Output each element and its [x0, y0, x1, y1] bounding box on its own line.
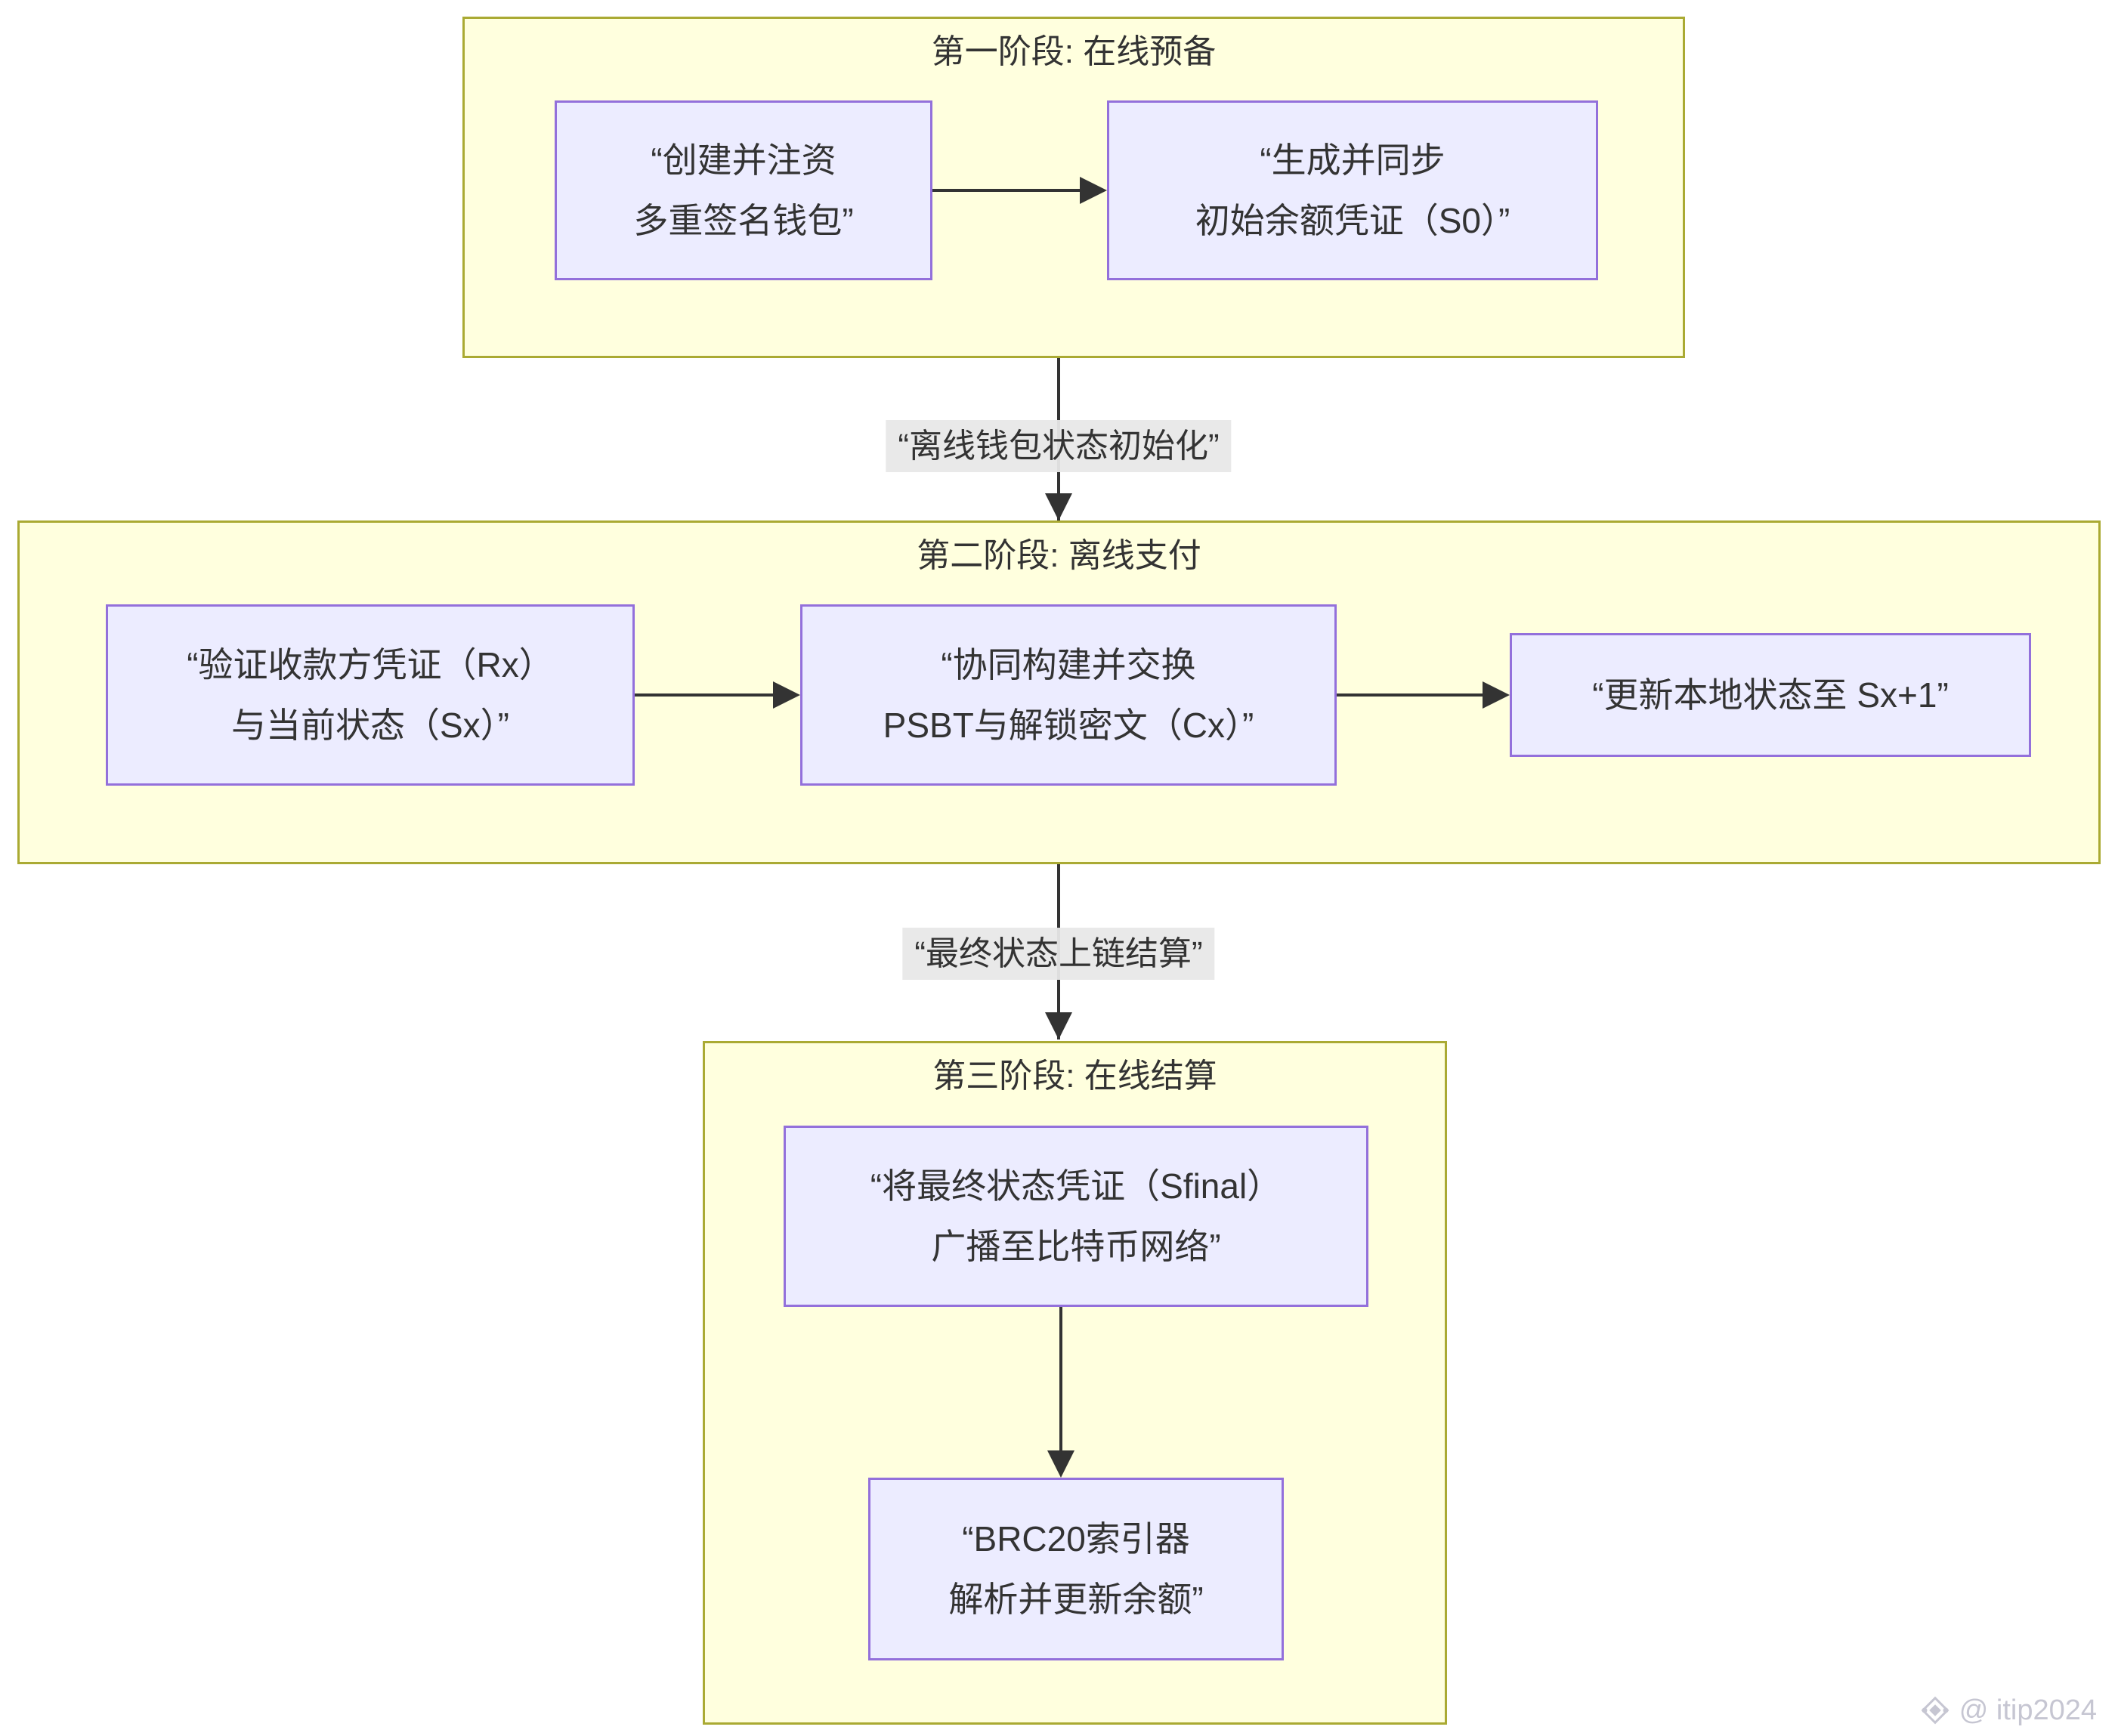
node-verify-rx-line1: “验证收款方凭证（Rx）: [187, 645, 554, 684]
edge-label-offline-init: “离线钱包状态初始化”: [886, 420, 1232, 473]
node-build-psbt: “协同构建并交换 PSBT与解锁密文（Cx）”: [800, 604, 1337, 786]
edge-label-onchain-settle: “最终状态上链结算”: [902, 928, 1215, 981]
node-indexer-line2: 解析并更新余额”: [948, 1580, 1204, 1619]
node-sync-s0: “生成并同步 初始余额凭证（S0）”: [1107, 100, 1598, 280]
node-broadcast-line1: “将最终状态凭证（Sfinal）: [870, 1166, 1282, 1206]
edge-verify-to-psbt-arrowhead-icon: [773, 681, 800, 709]
node-update-state: “更新本地状态至 Sx+1”: [1510, 633, 2031, 757]
node-broadcast-line2: 广播至比特币网络”: [931, 1227, 1221, 1266]
phase1-title: 第一阶段: 在线预备: [931, 33, 1217, 70]
node-create-wallet: “创建并注资 多重签名钱包”: [555, 100, 932, 280]
node-indexer: “BRC20索引器 解析并更新余额”: [868, 1478, 1284, 1660]
edge-psbt-to-update-line: [1337, 693, 1484, 697]
node-sync-s0-line2: 初始余额凭证（S0）”: [1195, 201, 1510, 240]
node-sync-s0-line1: “生成并同步: [1260, 141, 1445, 180]
node-verify-rx-line2: 与当前状态（Sx）”: [231, 706, 509, 745]
node-indexer-line1: “BRC20索引器: [962, 1519, 1190, 1558]
node-build-psbt-line2: PSBT与解锁密文（Cx）”: [883, 706, 1254, 745]
edge-create-to-sync-arrowhead-icon: [1080, 177, 1107, 204]
node-verify-rx: “验证收款方凭证（Rx） 与当前状态（Sx）”: [106, 604, 635, 786]
watermark-logo-icon: [1919, 1694, 1952, 1727]
phase2-title: 第二阶段: 离线支付: [917, 537, 1201, 574]
node-update-state-line1: “更新本地状态至 Sx+1”: [1592, 675, 1949, 715]
watermark-text: @ itip2024: [1959, 1694, 2097, 1726]
edge-psbt-to-update-arrowhead-icon: [1483, 681, 1510, 709]
edge-phase1-phase2-arrowhead-icon: [1045, 493, 1072, 520]
watermark: @ itip2024: [1919, 1694, 2097, 1727]
node-broadcast: “将最终状态凭证（Sfinal） 广播至比特币网络”: [784, 1126, 1368, 1307]
node-create-wallet-line2: 多重签名钱包”: [633, 201, 854, 240]
edge-verify-to-psbt-line: [635, 693, 775, 697]
phase1-container: 第一阶段: 在线预备 “创建并注资 多重签名钱包” “生成并同步 初始余额凭证（…: [462, 17, 1685, 358]
edge-broadcast-to-indexer-arrowhead-icon: [1047, 1450, 1074, 1478]
node-create-wallet-line1: “创建并注资: [651, 141, 836, 180]
node-build-psbt-line1: “协同构建并交换: [941, 645, 1196, 684]
edge-phase2-phase3-arrowhead-icon: [1045, 1012, 1072, 1039]
edge-create-to-sync-line: [932, 189, 1081, 192]
phase3-container: 第三阶段: 在线结算 “将最终状态凭证（Sfinal） 广播至比特币网络” “B…: [703, 1041, 1447, 1725]
phase3-title: 第三阶段: 在线结算: [932, 1058, 1217, 1095]
phase2-container: 第二阶段: 离线支付 “验证收款方凭证（Rx） 与当前状态（Sx）” “协同构建…: [17, 520, 2101, 864]
edge-broadcast-to-indexer-line: [1059, 1307, 1062, 1455]
